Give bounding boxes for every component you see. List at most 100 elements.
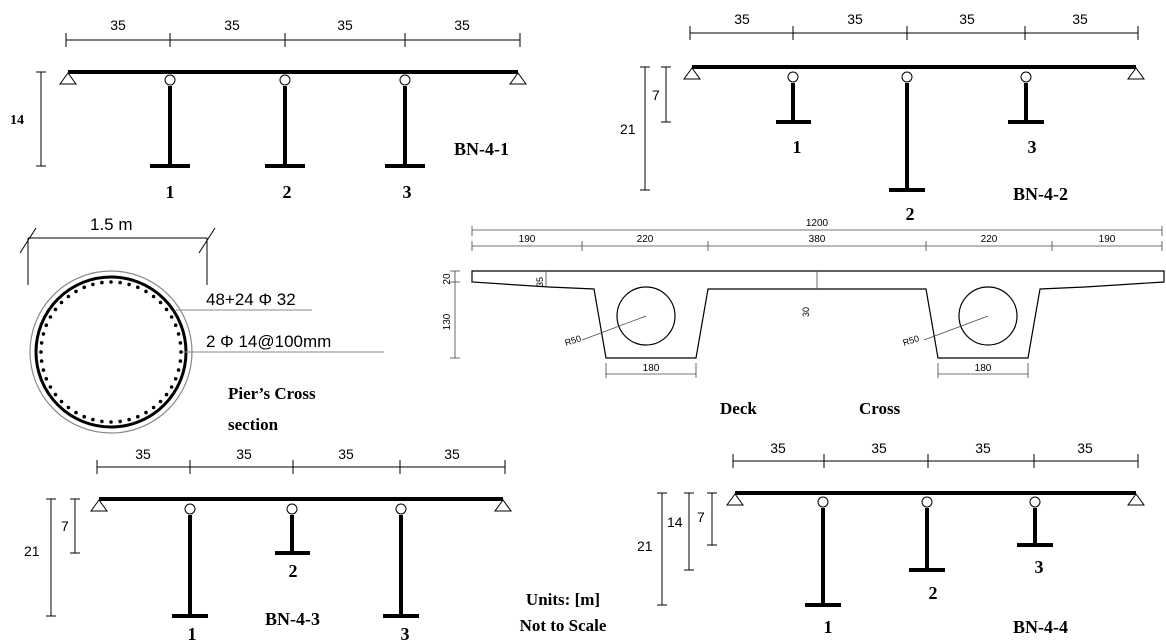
pier-number: 2 [929,583,938,603]
rebar-dot [48,315,53,319]
rebar-dot [179,350,183,354]
span-label: 35 [1072,11,1088,27]
span-label: 35 [959,11,975,27]
rebar-dot [59,300,64,305]
rebar-dot [176,332,181,336]
rebar-dot [164,392,169,397]
pier-number: 3 [1028,137,1037,157]
bridge-bn-4-2: 35 35 35 35 1 2 3 21 7 BN-4-2 [620,11,1145,224]
rebar-dot [74,410,78,415]
rebar-dot [178,359,183,363]
span-label: 35 [1077,440,1093,456]
pier-section-caption: section [228,415,279,434]
rebar-dot [136,414,140,419]
span-label: 35 [847,11,863,27]
rebar-dot [127,417,131,422]
span-label: 35 [337,17,353,33]
height-label: 14 [10,113,24,128]
units-note: Units: [m] Not to Scale [520,590,607,635]
pier-number: 2 [289,561,298,581]
support-triangle-icon [726,493,744,506]
rebar-dot [91,282,95,287]
support-triangle-icon [683,67,701,80]
bottom-width-label: 180 [975,363,992,374]
span-label: 35 [454,17,470,33]
web-depth-label: 130 [442,313,453,330]
span-label: 35 [770,440,786,456]
deck-caption: Deck [720,399,757,418]
span-label: 35 [734,11,750,27]
rebar-dot [144,289,148,294]
bridge-bn-4-1: 35 35 35 35 1 2 3 14 BN-4-1 [10,17,527,202]
rebar-dot [178,341,183,345]
rebar-dot [118,280,122,285]
rebar-dot [44,323,49,328]
pier-number: 1 [166,182,175,202]
span-label: 35 [871,440,887,456]
rebar-dot [59,399,64,404]
support-triangle-icon [59,72,77,85]
height-label: 21 [620,121,636,137]
rebar-dot [136,285,140,290]
rebar-dot [109,420,113,424]
rebar-dot [158,399,163,404]
slab-label: 30 [801,307,811,317]
bottom-width-label: 180 [643,363,660,374]
pier-number: 1 [188,624,197,640]
pier-hinge [286,503,298,515]
rebar-dot [39,341,44,345]
support-triangle-icon [1127,493,1145,506]
rebar-dot [39,359,44,363]
pier-hinge [1020,71,1032,83]
rebar-dot [151,294,156,299]
pier-spiral [34,275,188,429]
rebar-dot [48,385,53,389]
rebar-dot [53,392,58,397]
pier-section-caption: Pier’s Cross [228,384,316,403]
span-label: 35 [975,440,991,456]
pier-hinge [399,74,411,86]
height-label: 21 [24,543,40,559]
rebar-dot [169,385,174,389]
rebar-dot [74,289,78,294]
span-label: 35 [135,446,151,462]
rebar-dot [169,315,174,319]
segment-width-label: 190 [1099,234,1116,245]
support-triangle-icon [1127,67,1145,80]
pier-hinge [184,503,196,515]
rebar-dot [66,405,71,410]
rebar-dot [127,282,131,287]
pier-cross-section: 1.5 m 48+24 Φ 32 2 Φ 14@100mm Pier’s Cro… [19,215,384,434]
span-label: 35 [110,17,126,33]
void-left [616,286,676,346]
deck-cross-section: 1200 190 220 380 220 190 20 130 35 30 R5… [442,218,1165,418]
support-triangle-icon [509,72,527,85]
pier-outer-circle [29,270,193,434]
segment-width-label: 220 [981,234,998,245]
units-label: Units: [m] [526,590,600,609]
span-label: 35 [224,17,240,33]
pier-number: 3 [401,624,410,640]
segment-width-label: 380 [809,234,826,245]
scale-label: Not to Scale [520,616,607,635]
bridge-label: BN-4-4 [1013,617,1068,637]
void-radius-label: R50 [902,333,921,348]
pier-hinge [921,496,933,508]
pier-number: 1 [793,137,802,157]
bridge-label: BN-4-1 [454,139,509,159]
pier-hinge [395,503,407,515]
longitudinal-rebar-label: 48+24 Φ 32 [206,290,296,309]
rebar-dot [82,285,86,290]
pier-number: 3 [1035,557,1044,577]
rebar-dot [91,417,95,422]
rebar-dot [151,405,156,410]
pier-hinge [1029,496,1041,508]
pier-hinge [164,74,176,86]
pier-number: 1 [824,617,833,637]
pier-number: 3 [403,182,412,202]
pier-hinge [787,71,799,83]
bridge-bn-4-3: 35 35 35 35 1 2 3 21 7 BN-4-3 [24,446,512,640]
support-triangle-icon [90,499,108,512]
height-label: 7 [61,518,69,534]
rebar-dot [158,300,163,305]
